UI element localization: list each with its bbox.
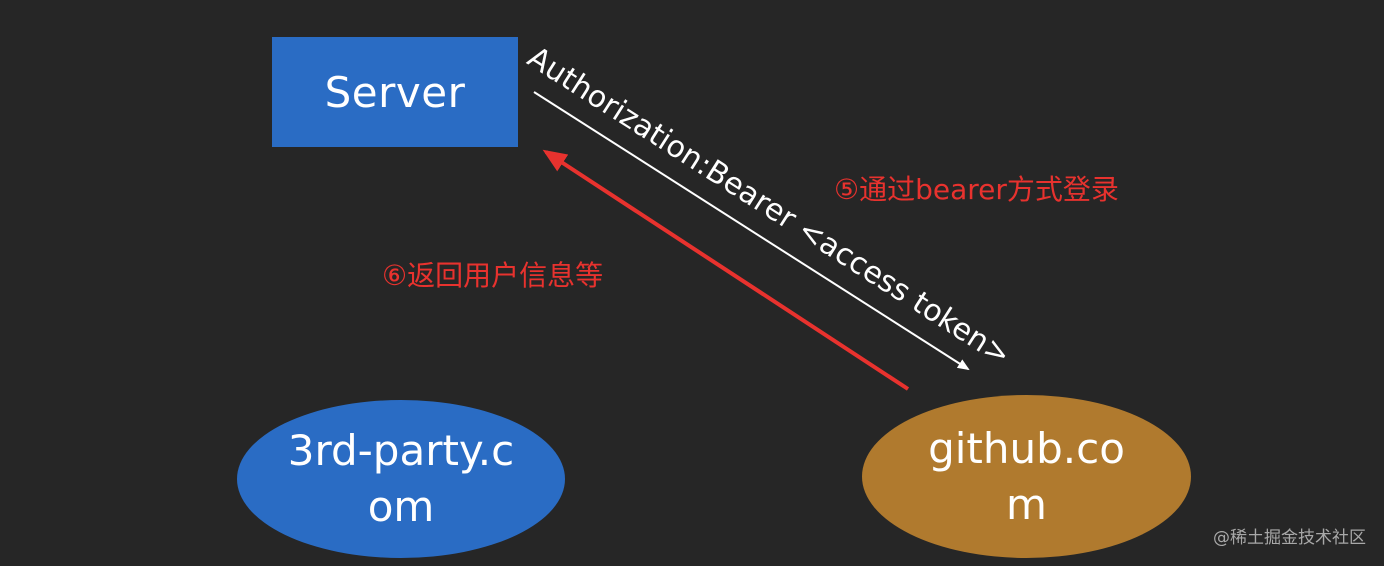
github-node: github.com [862,395,1191,558]
third-party-node: 3rd-party.com [237,400,565,558]
github-label: github.com [928,423,1125,529]
step5-label: ⑤通过bearer方式登录 [834,173,1119,206]
watermark: @稀土掘金技术社区 [1213,528,1366,548]
server-node: Server [272,37,518,147]
request-arrow [533,91,970,371]
third-party-label: 3rd-party.com [287,426,515,531]
response-arrow [542,149,910,391]
server-label: Server [324,67,466,117]
step6-label: ⑥返回用户信息等 [382,259,604,292]
